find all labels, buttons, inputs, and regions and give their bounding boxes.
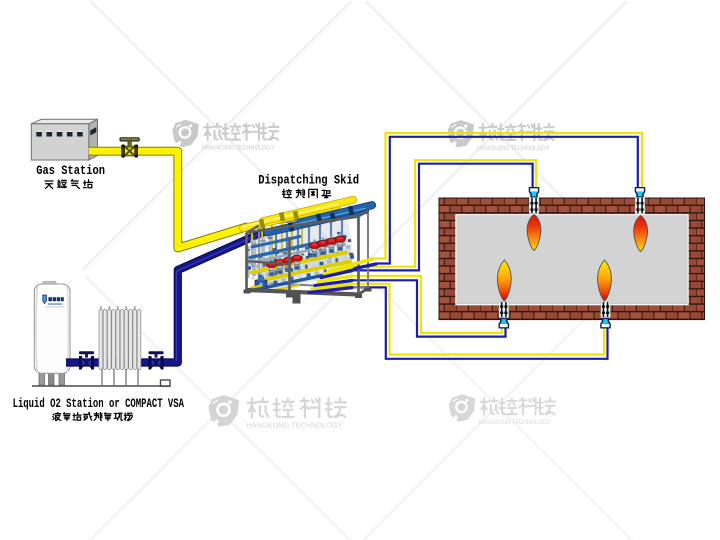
svg-text:HANGKONG TECHNOLOGY: HANGKONG TECHNOLOGY <box>202 145 275 152</box>
svg-text:Liquid O2 Station or COMPACT V: Liquid O2 Station or COMPACT VSA <box>13 397 185 411</box>
svg-text:HANGKONG TECHNOLOGY: HANGKONG TECHNOLOGY <box>247 422 343 429</box>
svg-text:Dispatching Skid: Dispatching Skid <box>258 172 359 187</box>
svg-text:Gas Station: Gas Station <box>36 163 105 178</box>
